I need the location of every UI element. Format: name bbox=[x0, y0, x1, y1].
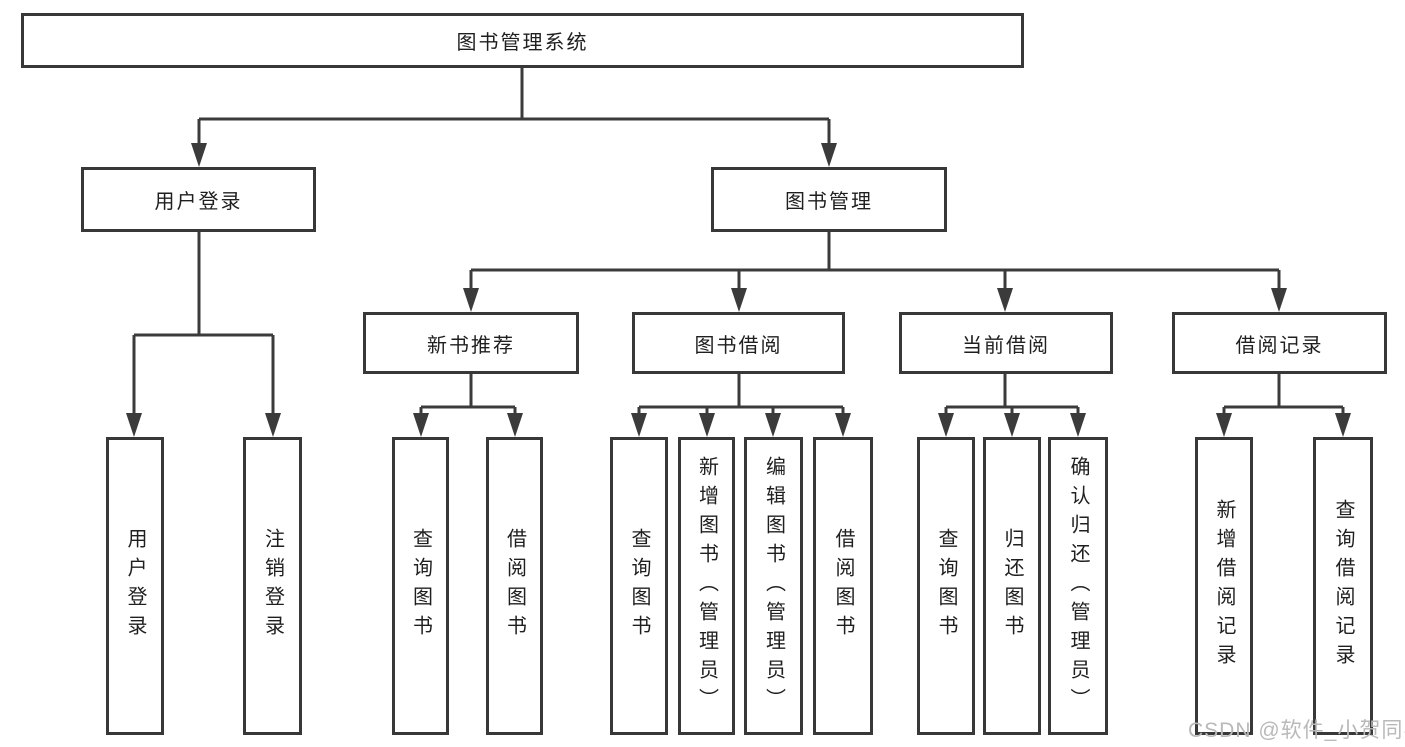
leaf-user-login: 用户登录 bbox=[106, 437, 164, 735]
node-library-management-system: 图书管理系统 bbox=[21, 13, 1024, 68]
node-book-management: 图书管理 bbox=[711, 167, 947, 232]
leaf-borrow-books: 借阅图书 bbox=[813, 437, 873, 735]
leaf-add-books-admin: 新增图书（管理员） bbox=[678, 437, 735, 735]
leaf-query-books-recommend: 查询图书 bbox=[392, 437, 449, 735]
leaf-query-borrow-record: 查询借阅记录 bbox=[1313, 437, 1373, 735]
leaf-edit-books-admin: 编辑图书（管理员） bbox=[744, 437, 803, 735]
node-new-book-recommend: 新书推荐 bbox=[363, 312, 579, 374]
node-book-borrow: 图书借阅 bbox=[632, 312, 845, 374]
leaf-add-borrow-record: 新增借阅记录 bbox=[1195, 437, 1253, 735]
node-user-login: 用户登录 bbox=[81, 167, 316, 232]
csdn-watermark: CSDN @软件_小贺同学 bbox=[1188, 719, 1405, 742]
leaf-logout-login: 注销登录 bbox=[243, 437, 302, 735]
leaf-confirm-return-admin: 确认归还（管理员） bbox=[1048, 437, 1108, 735]
leaf-return-books: 归还图书 bbox=[983, 437, 1041, 735]
node-current-borrow: 当前借阅 bbox=[899, 312, 1113, 374]
leaf-query-books-current: 查询图书 bbox=[917, 437, 975, 735]
leaf-borrow-books-recommend: 借阅图书 bbox=[486, 437, 543, 735]
leaf-query-books-borrow: 查询图书 bbox=[610, 437, 668, 735]
node-borrow-records: 借阅记录 bbox=[1172, 312, 1387, 374]
